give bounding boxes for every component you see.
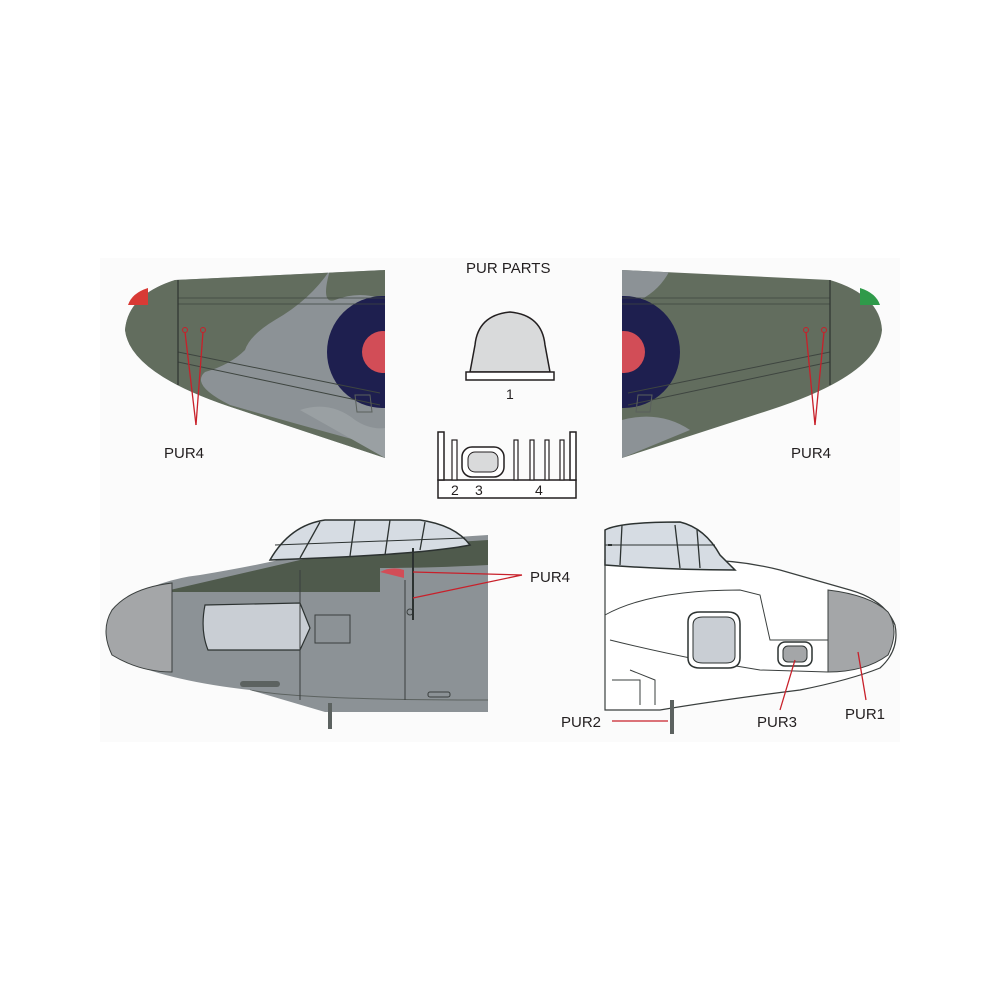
right-wing-leader-a	[805, 331, 816, 426]
left-wing-camo-3	[300, 406, 385, 458]
left-nose-leader-b	[412, 574, 523, 599]
right-wing-callout: PUR4	[791, 445, 831, 462]
right-fuselage-outline	[604, 559, 897, 711]
pur-parts-title: PUR PARTS	[466, 260, 550, 277]
resin-sprue	[437, 431, 577, 499]
right-wing-spar	[622, 297, 830, 305]
left-wing-hatch	[354, 394, 373, 413]
sprue-base	[437, 479, 577, 499]
nose-cone-callout: PUR1	[845, 706, 885, 723]
left-nose-cone	[105, 582, 173, 673]
left-wing-camo-2	[326, 270, 385, 301]
left-wing-callout: PUR4	[164, 445, 204, 462]
left-fuselage-red-light	[380, 568, 404, 578]
left-wing-aileron	[177, 351, 381, 406]
left-wing-leader-b	[195, 331, 204, 426]
right-wing: PUR4	[622, 270, 882, 462]
resin-nose-cone	[469, 311, 551, 373]
part-number-2: 2	[451, 482, 459, 498]
pur-parts-group: PUR PARTS 1 2 3 4	[437, 260, 577, 499]
right-wing-leader-b	[814, 331, 825, 426]
part-number-1: 1	[506, 386, 514, 402]
right-wing-nav-light	[860, 288, 880, 305]
left-fuselage: PUR4	[105, 519, 570, 729]
right-wing-body	[622, 270, 882, 458]
left-wing-nav-light	[128, 288, 148, 305]
part-number-3: 3	[475, 482, 483, 498]
right-wing-hatch	[635, 394, 653, 413]
left-nose-leader-a	[412, 571, 523, 576]
right-fuselage-mast	[670, 700, 674, 734]
left-wing-roundel-red	[362, 331, 385, 373]
right-wing-camo	[622, 270, 670, 303]
hatch-callout: PUR3	[757, 714, 797, 731]
left-nose-callout: PUR4	[530, 569, 570, 586]
left-fuselage-window	[202, 602, 311, 651]
sprue-mast-part	[451, 439, 458, 481]
nose-cone-leader	[857, 651, 867, 701]
right-nose-cone	[827, 589, 895, 673]
hatch-leader	[779, 659, 796, 711]
right-wing-roundel-red	[622, 331, 645, 373]
mast-callout: PUR2	[561, 714, 601, 731]
right-wing-camo-2	[622, 416, 690, 458]
right-canopy	[604, 521, 737, 571]
right-wing-aileron	[627, 351, 831, 406]
resin-nose-cone-base	[465, 371, 555, 381]
left-wing-leader-a	[184, 331, 197, 426]
part-number-4: 4	[535, 482, 543, 498]
left-wing-spar	[178, 297, 385, 305]
right-fuselage: PUR2 PUR3 PUR1	[561, 521, 897, 734]
left-fuselage-mast	[328, 703, 332, 729]
